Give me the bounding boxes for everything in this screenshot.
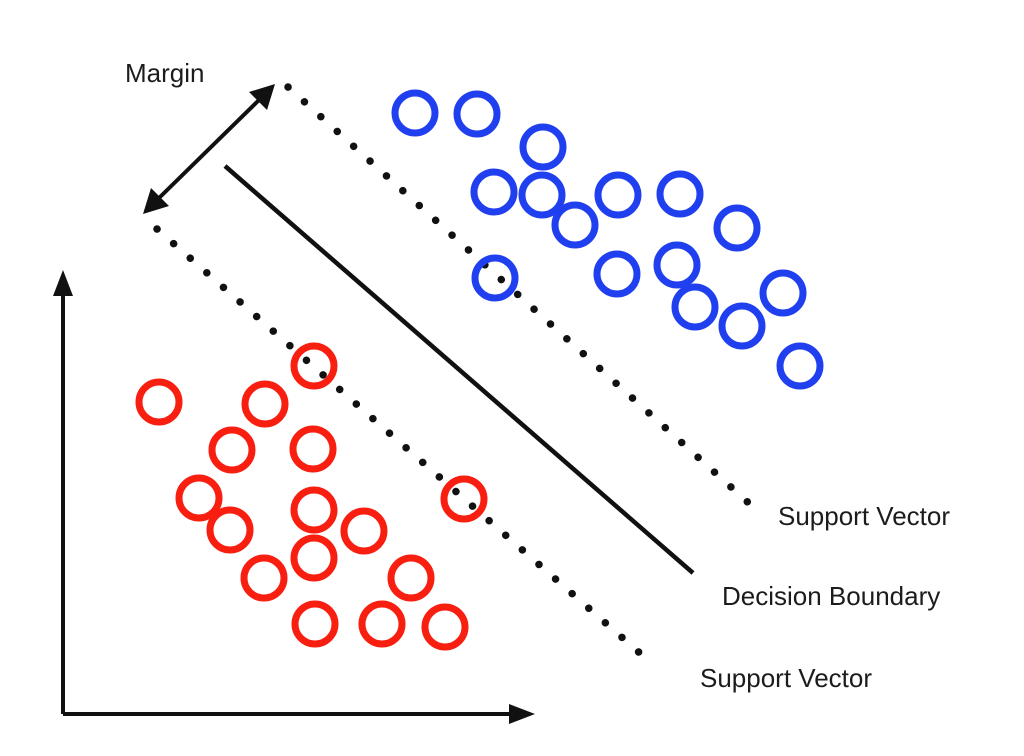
data-point-class-a-13 (671, 283, 719, 331)
data-point-class-a-1 (453, 90, 501, 138)
support-vector-top-label: Support Vector (778, 501, 950, 531)
data-point-class-b-15 (421, 603, 469, 651)
margin-arrow-head-lower-icon (143, 188, 169, 214)
data-point-class-a-6 (656, 170, 704, 218)
data-point-class-b-1 (135, 378, 183, 426)
data-point-class-a-4 (518, 171, 566, 219)
data-point-class-a-3 (470, 168, 518, 216)
data-point-class-b-5 (175, 474, 223, 522)
data-point-class-b-14 (358, 600, 406, 648)
data-point-class-b-11 (240, 554, 288, 602)
data-point-class-a-9 (471, 254, 519, 302)
data-point-class-a-14 (718, 302, 766, 350)
class-a-points-group (391, 89, 824, 390)
decision-boundary-line (223, 164, 695, 575)
data-point-class-a-11 (653, 241, 701, 289)
support-vector-bottom-label: Support Vector (700, 663, 872, 693)
support-vector-line-upper (284, 83, 756, 510)
data-point-class-a-0 (391, 89, 439, 137)
data-point-class-b-13 (291, 600, 339, 648)
support-vector-line-lower (153, 225, 654, 666)
data-point-class-b-10 (290, 534, 338, 582)
data-point-class-b-4 (289, 425, 337, 473)
data-point-class-b-6 (290, 486, 338, 534)
data-point-class-a-5 (594, 171, 642, 219)
data-point-class-a-8 (713, 204, 761, 252)
axes-group (53, 270, 535, 724)
data-point-class-a-15 (776, 342, 824, 390)
margin-label: Margin (125, 58, 204, 88)
data-point-class-a-7 (551, 201, 599, 249)
data-point-class-a-10 (593, 250, 641, 298)
data-point-class-a-12 (759, 269, 807, 317)
data-point-class-b-7 (440, 475, 488, 523)
class-b-points-group (135, 342, 488, 651)
support-vector-lines-group (153, 83, 756, 666)
data-point-class-b-8 (206, 506, 254, 554)
margin-arrow-head-upper-icon (249, 84, 275, 110)
y-axis-arrow-icon (53, 270, 73, 296)
x-axis-arrow-icon (509, 704, 535, 724)
data-point-class-b-2 (241, 380, 289, 428)
margin-arrow-group (143, 84, 275, 214)
data-point-class-a-2 (519, 123, 567, 171)
data-point-class-b-0 (290, 342, 338, 390)
margin-arrow-line (157, 98, 261, 200)
data-point-class-b-9 (340, 507, 388, 555)
data-point-class-b-3 (208, 426, 256, 474)
decision-boundary-label: Decision Boundary (722, 581, 940, 611)
data-point-class-b-12 (387, 554, 435, 602)
